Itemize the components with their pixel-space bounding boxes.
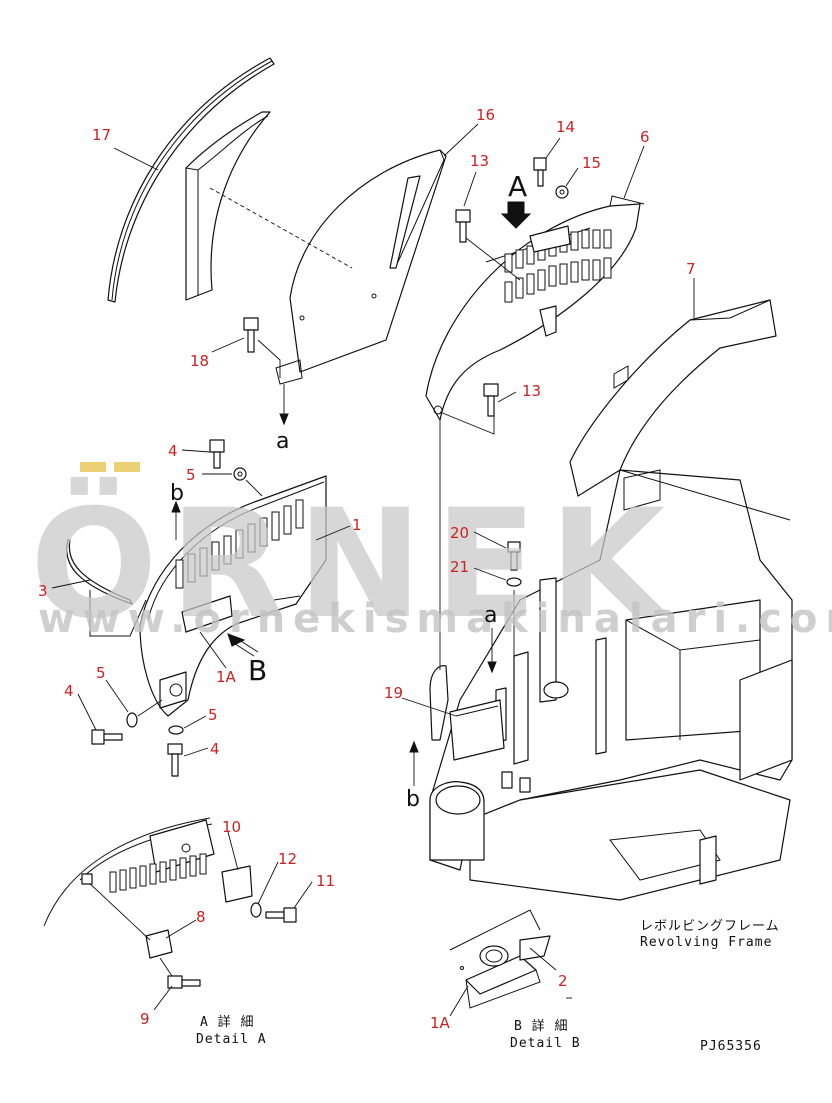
detail-b-jp: B 詳 細 [514,1018,568,1034]
washer-5-left [126,699,163,728]
part-3-seal [66,539,147,637]
washer-15 [555,185,569,199]
arrow-a-mid [487,628,497,674]
callout-12: 12 [278,850,297,868]
callout-10: 10 [222,818,241,836]
part-17-seal-strip [107,57,275,303]
part-6-grille-cover [425,195,645,421]
part-7-side-cover [569,299,777,497]
callout-5-bottom: 5 [208,706,218,724]
detail-b-en: Detail B [510,1036,581,1051]
part-16-sponge-piece [185,111,271,301]
watermark-url: www.ornekismakinalari.com.tr [38,596,832,642]
callout-16: 16 [476,106,495,124]
grille-slots-bottom [504,257,612,303]
callout-17: 17 [92,126,111,144]
view-letter-A: A [508,170,527,203]
bolt-13-top [455,209,521,281]
view-letter-B: B [248,654,267,687]
callout-13-top: 13 [470,152,489,170]
washer-5-bottom [168,725,184,735]
part-16-curved-plate [209,149,447,385]
callout-18: 18 [190,352,209,370]
washer-21 [506,577,522,700]
bolt-18 [243,317,281,378]
callout-7: 7 [686,260,696,278]
callout-15: 15 [582,154,601,172]
callout-14: 14 [556,118,575,136]
callout-leaders [51,123,695,1011]
callout-9: 9 [140,1010,150,1028]
detail-a-slots [109,853,207,893]
bolt-14 [533,157,547,187]
arrow-a-top [279,384,289,426]
detail-b-drawing [449,909,572,1017]
callout-3: 3 [38,582,48,600]
washer-5-top [233,467,263,497]
callout-5-top: 5 [186,466,196,484]
callout-11: 11 [316,872,335,890]
callouts: 17 16 13 14 15 6 7 18 13 4 5 1 3 20 21 1… [38,106,696,1032]
bolt-9 [159,957,201,989]
part-19-bracket [429,420,505,761]
callout-2: 2 [558,972,568,990]
labels: レボルビングフレーム Revolving Frame A 詳 細 Detail … [196,919,780,1054]
callout-5-left: 5 [96,664,106,682]
view-arrow-B [227,633,259,657]
drawing-code: PJ65356 [700,1039,762,1054]
bolt-11 [265,907,297,923]
revolving-frame [429,469,793,901]
bolt-4-top [209,439,225,469]
arrow-b-top [171,500,181,540]
callout-19: 19 [384,684,403,702]
watermark: ÖRNEK www.ornekismakinalari.com.tr [30,462,832,652]
callout-4-left: 4 [64,682,74,700]
bolt-13-bottom [439,383,499,435]
part-1-lower-grille [139,475,327,717]
view-letter-a-mid: a [484,603,497,628]
revolving-frame-en: Revolving Frame [640,935,772,950]
view-letter-a-top: a [276,429,289,454]
callout-1: 1 [352,516,362,534]
revolving-frame-jp: レボルビングフレーム [640,919,780,934]
bolt-4-left [91,729,123,745]
arrow-b-bottom [409,740,419,786]
watermark-brand: ÖRNEK [30,476,677,652]
view-letters: A B a a b b [170,170,527,812]
washer-12 [250,902,262,918]
bolt-4-bottom [167,743,183,777]
callout-13-bottom: 13 [522,382,541,400]
detail-a-jp: A 詳 細 [200,1014,254,1030]
callout-1A: 1A [216,668,237,686]
lower-grille-slots [175,499,304,589]
view-letter-b-top: b [170,481,184,506]
view-arrow-A [500,201,532,229]
bolt-20 [507,541,521,571]
callout-1A-detail-b: 1A [430,1014,451,1032]
view-letter-b-bottom: b [406,787,420,812]
detail-a-en: Detail A [196,1032,267,1047]
detail-a-drawing [43,817,253,959]
callout-4-bottom: 4 [210,740,220,758]
callout-8: 8 [196,908,206,926]
callout-21: 21 [450,558,469,576]
callout-20: 20 [450,524,469,542]
callout-6: 6 [640,128,650,146]
callout-4-top: 4 [168,442,178,460]
